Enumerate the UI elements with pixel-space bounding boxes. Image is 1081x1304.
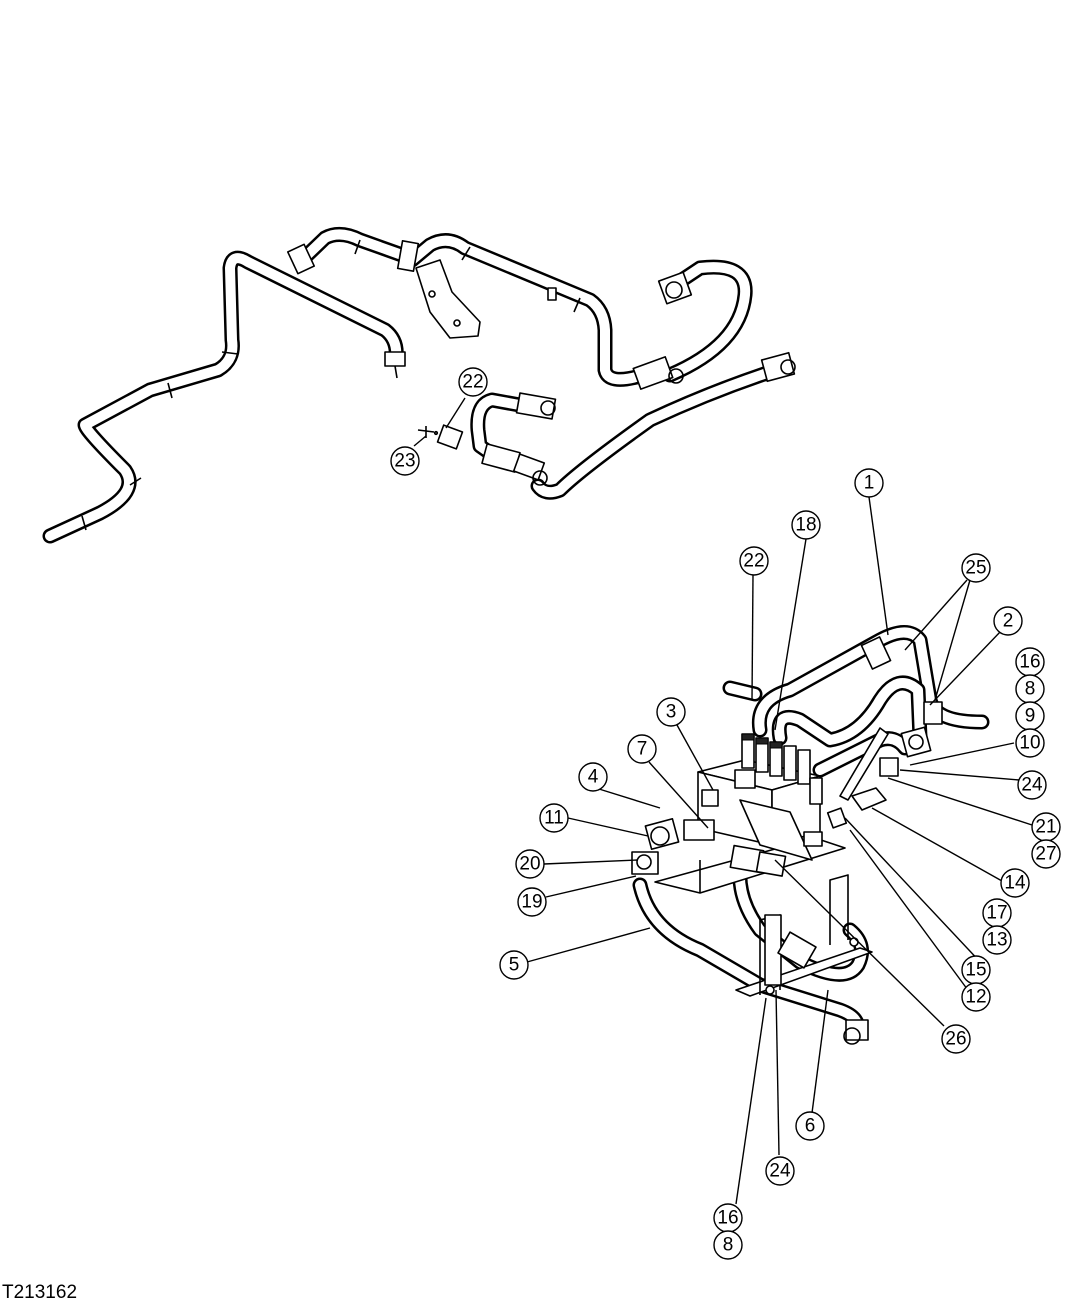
callout-label: 9 <box>1025 706 1036 727</box>
callout-label: 5 <box>509 955 520 976</box>
callout-5: 5 <box>499 950 529 980</box>
callout-14: 14 <box>1000 868 1030 898</box>
callout-label: 17 <box>986 903 1007 924</box>
callout-label: 14 <box>1004 873 1026 894</box>
callout-label: 23 <box>394 451 415 472</box>
callout-24-right: 24 <box>1017 770 1047 800</box>
figure-code: T213162 <box>2 1282 78 1303</box>
callout-21: 21 <box>1031 812 1061 842</box>
callout-label: 18 <box>795 515 816 536</box>
callout-label: 16 <box>1019 652 1040 673</box>
callout-label: 4 <box>588 767 599 788</box>
callout-label: 15 <box>965 960 986 981</box>
callout-label: 6 <box>805 1116 816 1137</box>
callout-15: 15 <box>961 955 991 985</box>
callout-label: 26 <box>945 1029 966 1050</box>
callout-23: 23 <box>390 446 420 476</box>
callout-20: 20 <box>515 849 545 879</box>
callout-7: 7 <box>627 734 657 764</box>
callout-24-bottom: 24 <box>765 1156 795 1186</box>
callout-label: 22 <box>743 551 764 572</box>
upper-hose-assembly <box>42 227 796 544</box>
callout-label: 21 <box>1035 817 1056 838</box>
callout-12: 12 <box>961 982 991 1012</box>
callout-27: 27 <box>1031 839 1061 869</box>
long-pipe <box>42 250 404 544</box>
callout-4: 4 <box>578 762 608 792</box>
callout-25: 25 <box>961 553 991 583</box>
callout-16-bottom: 16 <box>713 1203 743 1233</box>
callout-13: 13 <box>982 925 1012 955</box>
callout-22-lower: 22 <box>739 546 769 576</box>
callout-label: 20 <box>519 854 540 875</box>
callout-9: 9 <box>1015 701 1045 731</box>
callout-label: 24 <box>1021 775 1043 796</box>
callout-label: 8 <box>723 1235 734 1256</box>
callout-label: 3 <box>666 702 677 723</box>
callouts: 1 2 3 4 5 6 7 16 8 9 10 24 21 27 14 17 1… <box>390 367 1061 1260</box>
callout-22-upper: 22 <box>458 367 488 397</box>
callout-label: 19 <box>521 892 542 913</box>
callout-6: 6 <box>795 1111 825 1141</box>
callout-19: 19 <box>517 887 547 917</box>
callout-26: 26 <box>941 1024 971 1054</box>
callout-label: 16 <box>717 1208 738 1229</box>
callout-8-bottom: 8 <box>713 1230 743 1260</box>
callout-18: 18 <box>791 510 821 540</box>
callout-label: 7 <box>637 739 648 760</box>
callout-label: 12 <box>965 987 986 1008</box>
callout-label: 13 <box>986 930 1007 951</box>
lower-valve-assembly <box>631 625 990 1045</box>
callout-17: 17 <box>982 898 1012 928</box>
callout-16-top: 16 <box>1015 647 1045 677</box>
callout-3: 3 <box>656 697 686 727</box>
callout-1: 1 <box>854 468 884 498</box>
callout-label: 8 <box>1025 679 1036 700</box>
leader-lines <box>413 397 1033 1205</box>
callout-label: 2 <box>1003 611 1014 632</box>
callout-10: 10 <box>1015 728 1045 758</box>
callout-2: 2 <box>993 606 1023 636</box>
callout-label: 10 <box>1019 733 1040 754</box>
callout-label: 11 <box>544 808 564 829</box>
callout-label: 1 <box>864 473 875 494</box>
callout-label: 24 <box>769 1161 791 1182</box>
callout-label: 22 <box>462 372 483 393</box>
callout-8-top: 8 <box>1015 674 1045 704</box>
callout-label: 27 <box>1035 844 1056 865</box>
callout-11: 11 <box>539 803 569 833</box>
callout-label: 25 <box>965 558 986 579</box>
